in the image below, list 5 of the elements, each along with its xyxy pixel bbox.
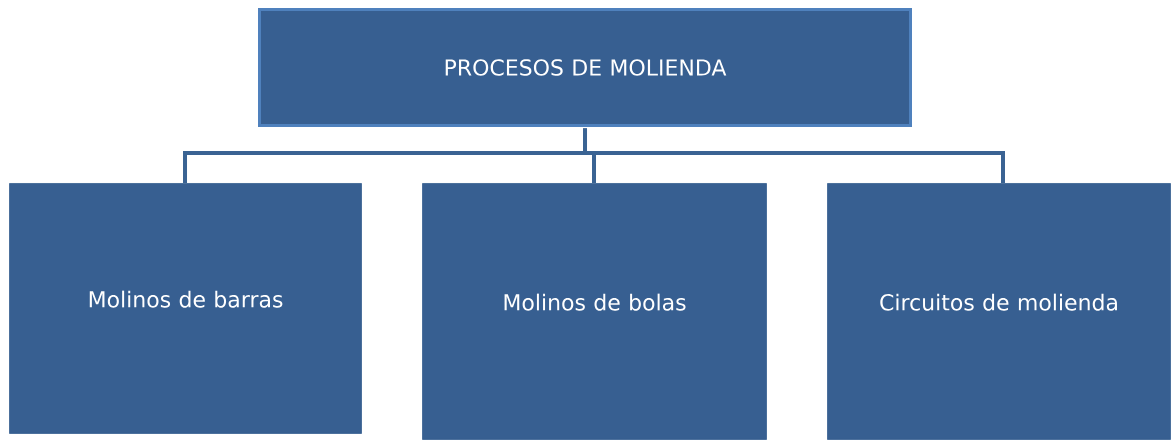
process-box: Circuitos de molienda — [827, 183, 1171, 440]
process-box: Molinos de barras — [9, 183, 362, 434]
connector-line — [583, 128, 1005, 184]
process-box: Molinos de bolas — [422, 183, 767, 440]
title-box: PROCESOS DE MOLIENDA — [258, 8, 912, 127]
